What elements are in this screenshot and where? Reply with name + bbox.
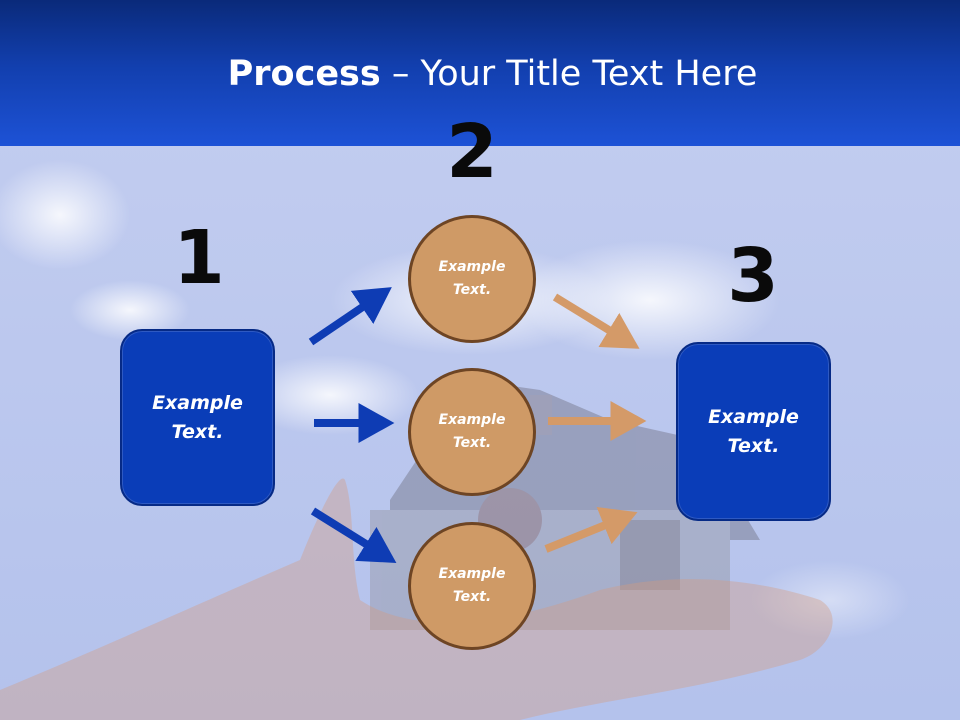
step-2-circle-bottom: Example Text. (408, 522, 536, 650)
step-1-box: Example Text. (120, 329, 275, 506)
step-number-2: 2 (446, 109, 498, 195)
step-1-text: Example Text. (152, 391, 243, 443)
title-rest: – Your Title Text Here (380, 54, 758, 94)
step-2-circle-middle-text: Example Text. (438, 412, 506, 451)
step-2-circle-top-text: Example Text. (438, 259, 506, 298)
page-title: Process – Your Title Text Here (0, 52, 960, 96)
step-2-circle-middle: Example Text. (408, 368, 536, 496)
step-2-circle-top: Example Text. (408, 215, 536, 343)
step-2-circle-bottom-text: Example Text. (438, 566, 506, 605)
arrow-blue-up (308, 287, 392, 346)
arrow-blue-down (310, 507, 397, 563)
arrow-tan-down (552, 293, 640, 349)
step-3-text: Example Text. (708, 405, 799, 457)
step-3-box: Example Text. (676, 342, 831, 521)
step-number-3: 3 (727, 233, 779, 319)
arrow-tan-up (544, 507, 638, 553)
title-bar (0, 0, 960, 146)
title-bold: Process (227, 54, 381, 94)
step-number-1: 1 (173, 215, 225, 301)
